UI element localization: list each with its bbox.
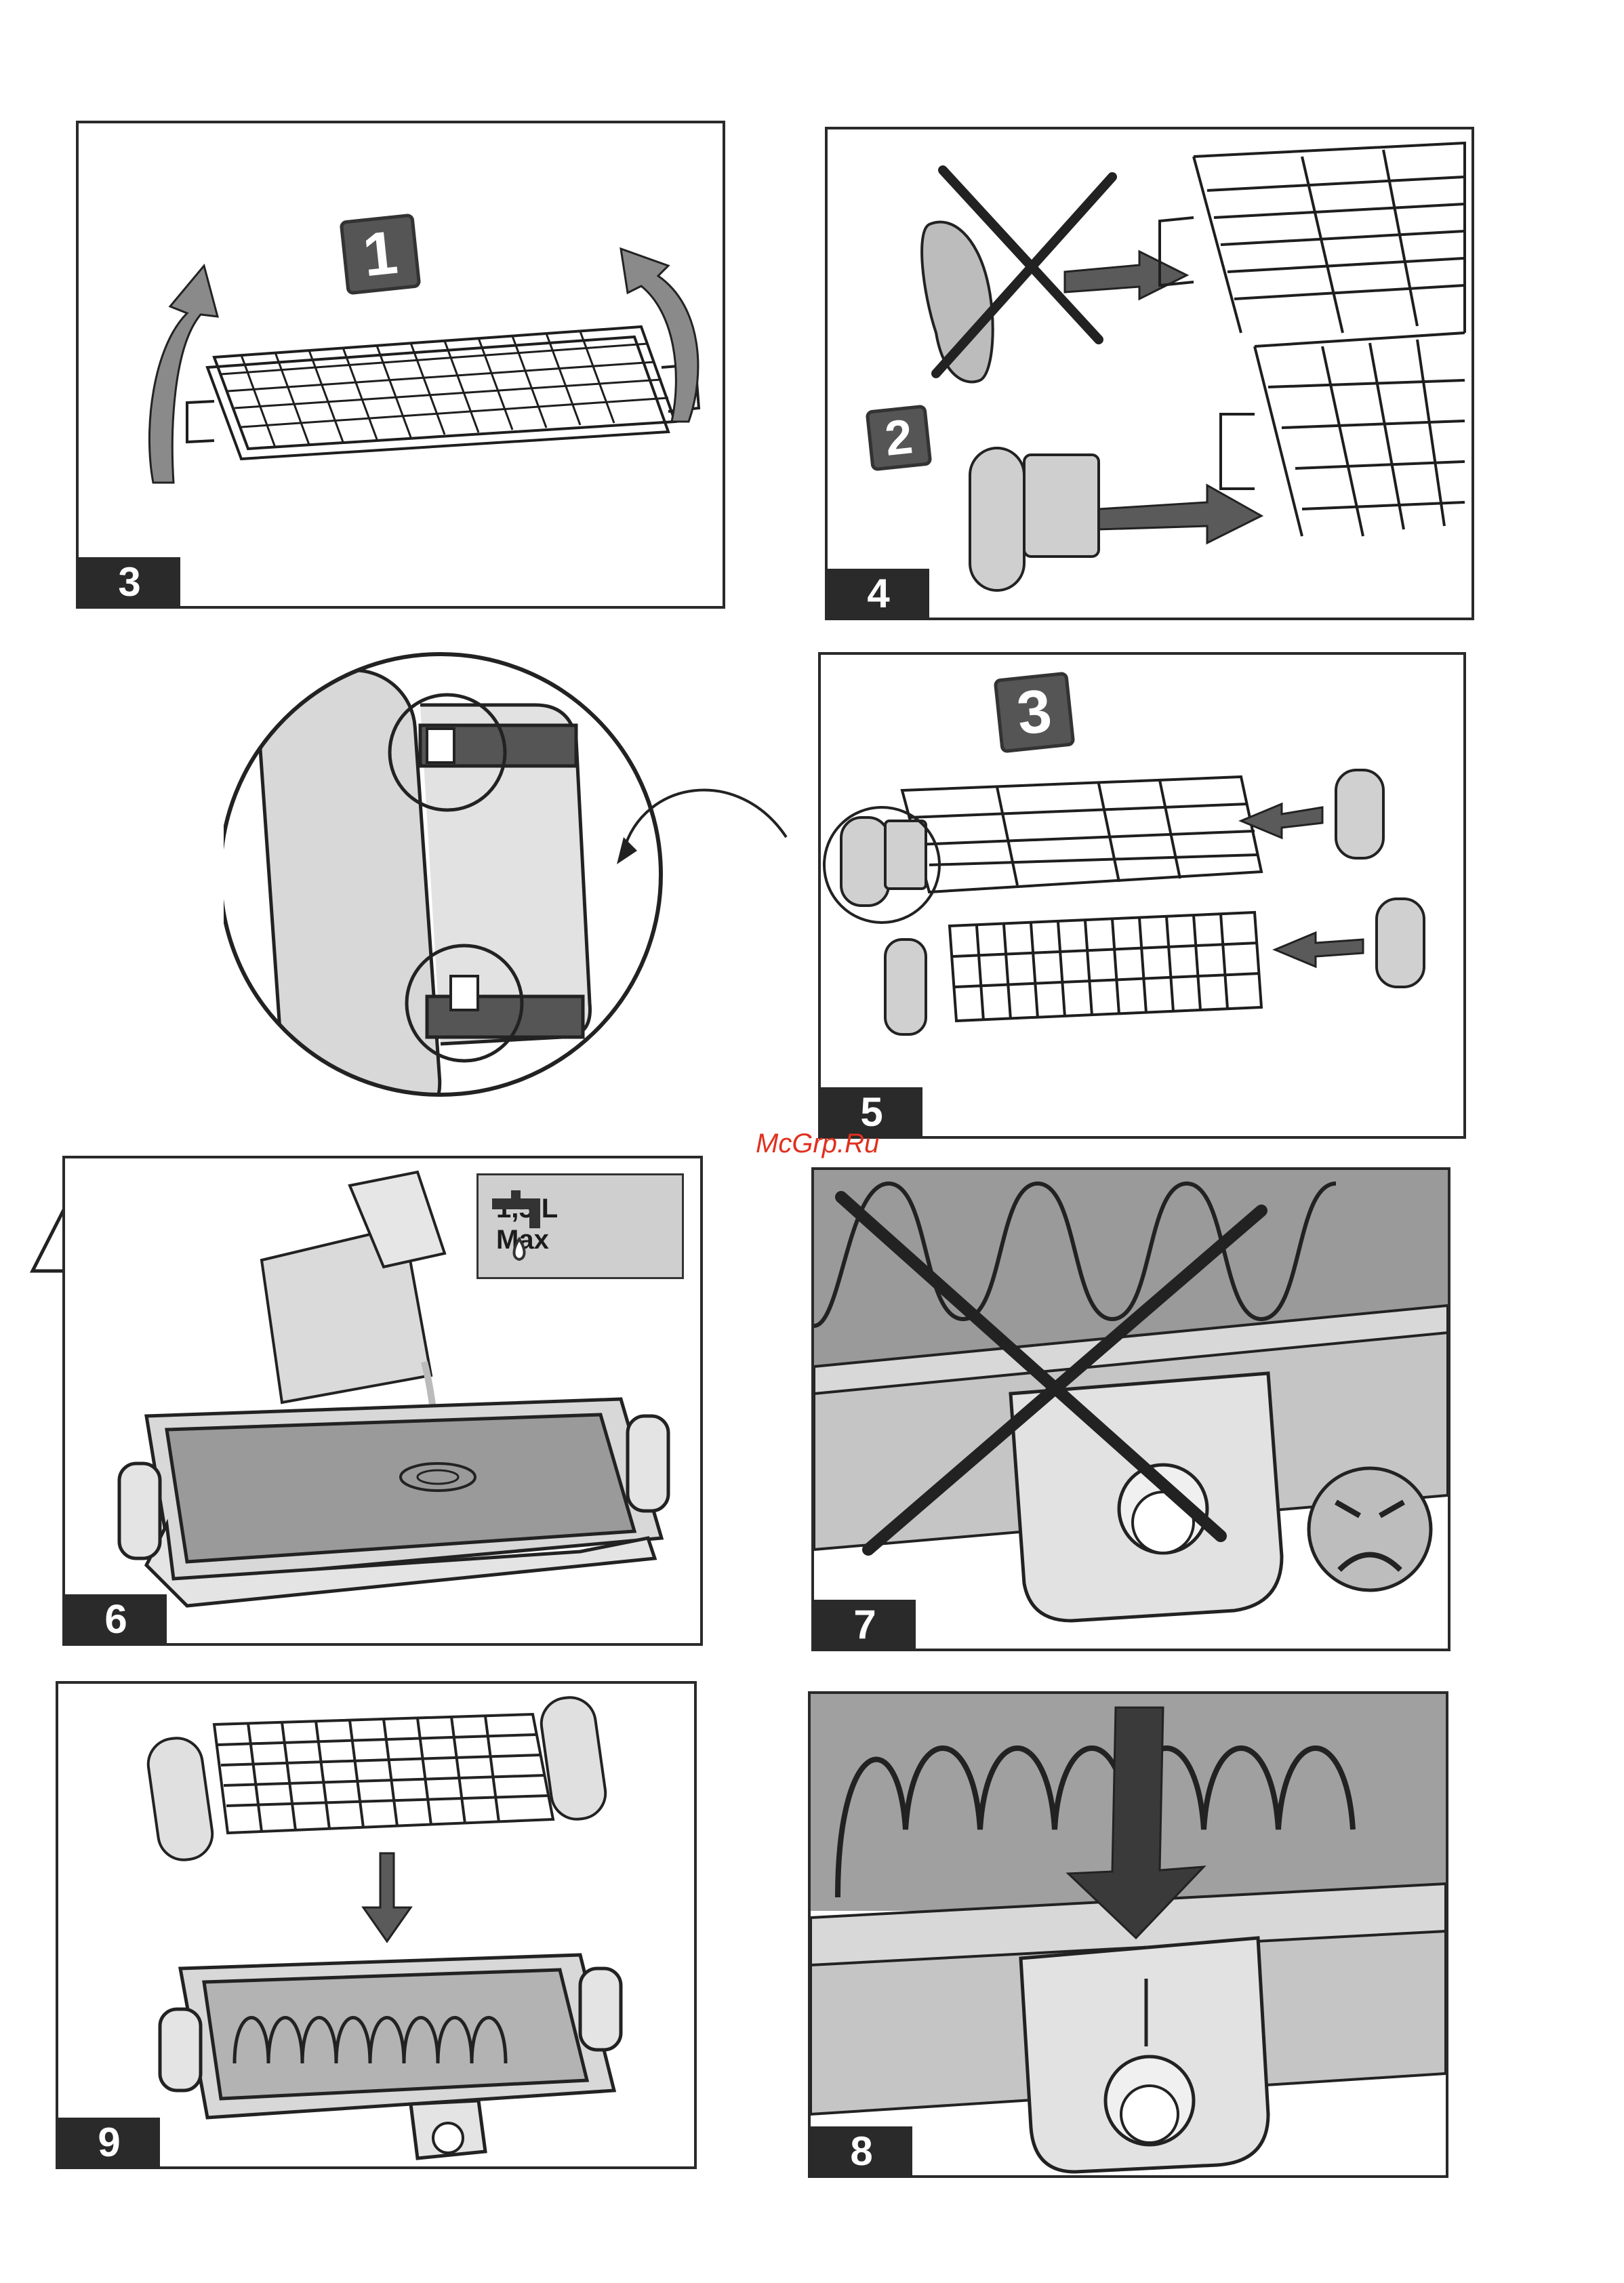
correct-handle: [970, 448, 1099, 590]
figure-number: 7: [814, 1600, 916, 1649]
figure-number: 6: [65, 1594, 167, 1643]
step-badge-1: 1: [340, 214, 422, 296]
figure-4-panel: 2 4: [825, 127, 1474, 620]
watermark: McGrp.Ru: [756, 1129, 879, 1159]
figure-number: 3: [79, 557, 180, 606]
grill-grid-lift-illustration: [79, 123, 723, 606]
figure-6-panel: 1,5 L Max 6: [62, 1156, 703, 1646]
figure-number: 9: [58, 2118, 160, 2166]
figure-3-panel: 1 3: [76, 121, 725, 609]
step-badge-2: 2: [866, 405, 933, 472]
step-badge-3: 3: [994, 672, 1076, 754]
angry-face-icon: [1309, 1468, 1431, 1590]
thermostat-wrong-insertion-illustration: [814, 1170, 1448, 1649]
handle-attach-illustration: [828, 129, 1471, 618]
handle-detail-magnifier: [224, 630, 834, 1118]
figure-9-panel: 9: [56, 1681, 697, 2169]
thermostat-correct-insertion-illustration: [811, 1694, 1446, 2175]
grid-assembly-illustration: [821, 655, 1463, 1136]
figure-5-panel: 3 5: [818, 652, 1466, 1139]
figure-number: 4: [828, 569, 929, 618]
water-capacity-label: 1,5 L Max: [476, 1173, 684, 1279]
water-tap-icon: [479, 1185, 560, 1266]
assemble-grill-illustration: [58, 1684, 694, 2166]
figure-7-panel: 7: [811, 1167, 1450, 1651]
figure-number: 8: [811, 2126, 912, 2175]
arrow-icon: [363, 1853, 411, 1941]
figure-8-panel: 8: [808, 1691, 1448, 2178]
wrong-handle: [922, 222, 993, 382]
